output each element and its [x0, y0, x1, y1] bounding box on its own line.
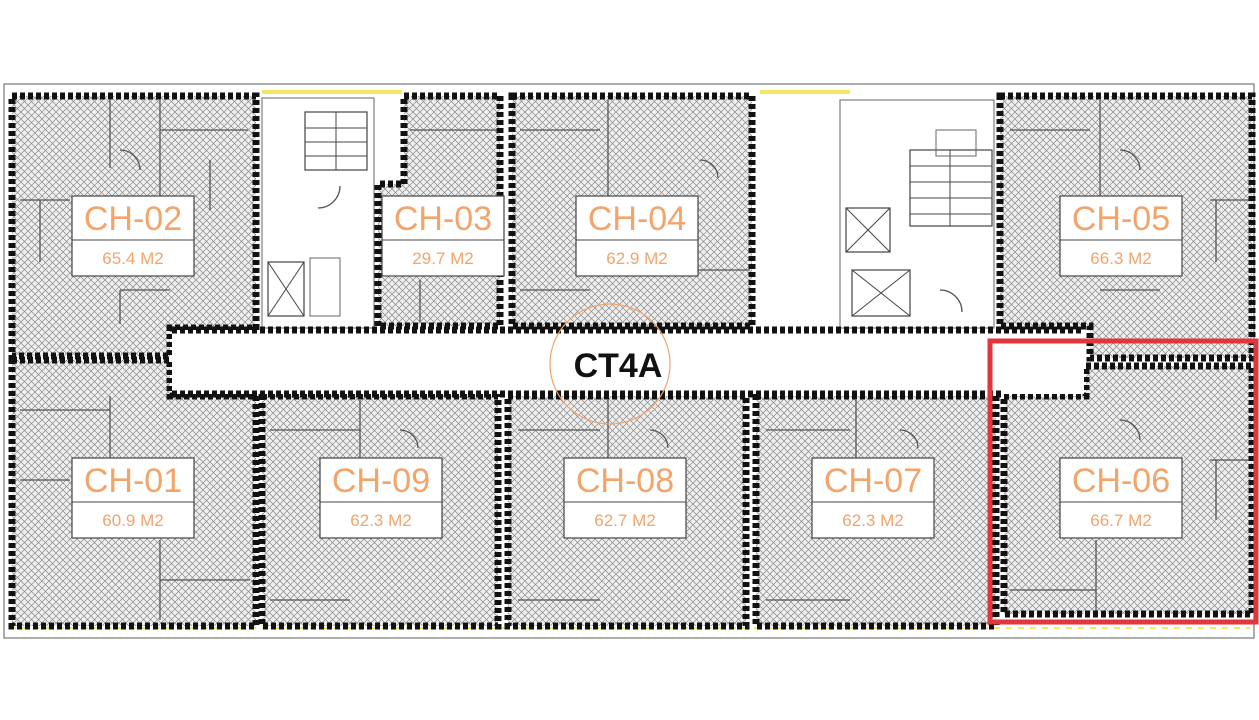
highlight-box-ch-06 — [987, 338, 1259, 625]
svg-text:CH-03: CH-03 — [394, 200, 492, 238]
svg-text:62.3 M2: 62.3 M2 — [350, 511, 411, 530]
svg-text:CH-09: CH-09 — [332, 462, 430, 500]
svg-text:60.9 M2: 60.9 M2 — [102, 511, 163, 530]
corridor — [172, 330, 1084, 394]
svg-text:29.7 M2: 29.7 M2 — [412, 249, 473, 268]
unit-label-ch-07[interactable]: CH-07 62.3 M2 — [811, 457, 935, 539]
elevator-left-icon — [267, 261, 305, 317]
svg-text:CH-01: CH-01 — [84, 462, 182, 500]
svg-text:CH-06: CH-06 — [1072, 462, 1170, 500]
unit-label-ch-02[interactable]: CH-02 65.4 M2 — [71, 195, 195, 277]
svg-text:62.3 M2: 62.3 M2 — [842, 511, 903, 530]
svg-text:CH-08: CH-08 — [576, 462, 674, 500]
unit-label-ch-08[interactable]: CH-08 62.7 M2 — [563, 457, 687, 539]
svg-text:CH-05: CH-05 — [1072, 200, 1170, 238]
unit-label-ch-05[interactable]: CH-05 66.3 M2 — [1059, 195, 1183, 277]
svg-text:66.7 M2: 66.7 M2 — [1090, 511, 1151, 530]
elevator-right-2-icon — [851, 269, 911, 317]
unit-label-ch-06[interactable]: CH-06 66.7 M2 — [1059, 457, 1183, 539]
tower-label: CT4A — [574, 347, 663, 385]
unit-walls — [8, 92, 1256, 630]
svg-text:66.3 M2: 66.3 M2 — [1090, 249, 1151, 268]
svg-text:CH-02: CH-02 — [84, 200, 182, 238]
svg-text:62.7 M2: 62.7 M2 — [594, 511, 655, 530]
unit-labels: CH-02 65.4 M2 CH-03 29.7 M2 CH-04 62.9 M… — [71, 195, 1183, 539]
unit-label-ch-04[interactable]: CH-04 62.9 M2 — [575, 195, 699, 277]
tower-circle — [549, 303, 671, 425]
core-left — [261, 97, 375, 329]
svg-text:62.9 M2: 62.9 M2 — [606, 249, 667, 268]
svg-text:CH-04: CH-04 — [588, 200, 686, 238]
unit-label-ch-03[interactable]: CH-03 29.7 M2 — [381, 195, 505, 277]
svg-text:65.4 M2: 65.4 M2 — [102, 249, 163, 268]
interior-partitions — [20, 100, 1250, 620]
svg-text:CH-07: CH-07 — [824, 462, 922, 500]
unit-label-ch-01[interactable]: CH-01 60.9 M2 — [71, 457, 195, 539]
unit-label-ch-09[interactable]: CH-09 62.3 M2 — [319, 457, 443, 539]
core-right — [839, 99, 995, 329]
stair-right-icon — [909, 149, 993, 227]
elevator-right-1-icon — [845, 207, 891, 253]
